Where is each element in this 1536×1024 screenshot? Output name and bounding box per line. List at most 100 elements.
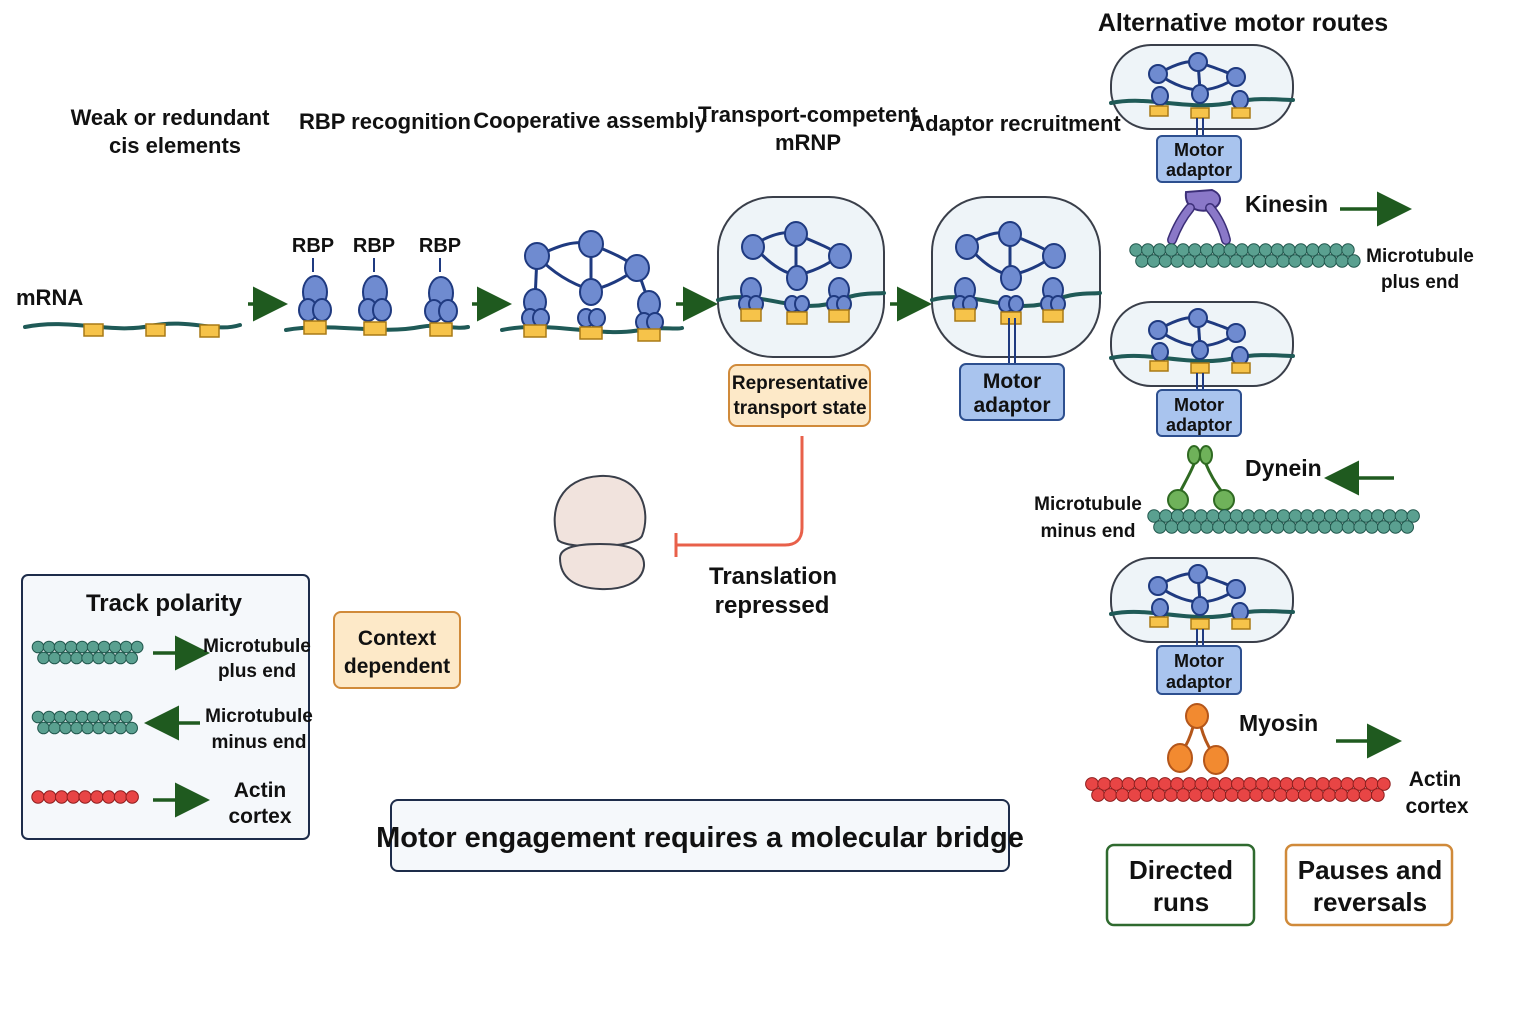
svg-text:runs: runs [1153,887,1209,917]
track-bead [1247,243,1261,257]
track-bead [1394,509,1409,523]
track-bead [1297,788,1312,802]
track-bead [1388,520,1403,534]
track-bead [1200,520,1214,534]
track-bead [1237,788,1251,802]
track-bead [1170,254,1184,268]
track-bead [1091,788,1105,802]
myosin-motor [1167,703,1229,775]
track-bead [1335,254,1349,268]
track-bead [1310,788,1324,802]
track-bead [54,790,69,804]
transport-mrnp-capsule [716,196,886,358]
track-bead [108,710,122,724]
track-bead [1205,254,1220,268]
track-bead [1347,509,1362,523]
svg-text:Motor: Motor [1174,651,1224,671]
motor-adaptor-box-main: Motor adaptor [959,363,1065,421]
track-bead [31,640,45,654]
track-bead [1311,254,1326,268]
track-bead [114,651,127,665]
track-bead [1159,509,1173,523]
track-bead [86,640,100,654]
track-bead [1194,254,1208,268]
rbp-label-3: RBP [419,235,461,257]
track-bead [1211,243,1226,257]
svg-text:Motor: Motor [1174,140,1224,160]
track-bead [1218,509,1232,523]
track-bead [1335,509,1350,523]
track-bead [97,710,111,724]
step-title-rbp-recognition: RBP recognition [299,109,471,134]
myosin-track-label-1: Actin [1409,768,1462,791]
track-bead [1127,788,1142,802]
track-bead [108,640,122,654]
track-bead [1377,520,1391,534]
track-bead [1329,520,1344,534]
route-capsule-dynein [1109,301,1295,391]
track-bead [48,651,61,665]
track-bead [70,721,83,735]
track-bead [1194,509,1208,523]
track-bead [1382,509,1397,523]
svg-text:adaptor: adaptor [1166,672,1232,692]
track-bead [1141,243,1155,257]
translation-repressed-line1: Translation [709,563,837,590]
step-title-cooperative: Cooperative assembly [473,108,707,133]
track-bead [1359,509,1373,523]
track-bead [1341,243,1355,257]
track-bead [119,710,133,724]
rbp-3: RBP [419,235,461,337]
track-bead [75,640,89,654]
rbp-label-1: RBP [292,235,334,257]
track-bead [64,710,78,724]
track-bead [1258,243,1273,257]
track-bead [1212,788,1227,802]
track-bead [114,721,127,735]
representative-line1: Representative [732,373,868,394]
track-bead [53,640,67,654]
track-bead [1318,520,1332,534]
microtubule-track-dynein [1147,509,1420,534]
legend-plus-label-2: plus end [218,661,296,682]
track-bead [113,790,128,804]
track-bead [1103,788,1118,802]
track-bead [125,721,138,735]
representative-transport-box: Representative transport state [728,364,871,427]
step-title-weak-line2: cis elements [109,133,241,158]
track-bead [1176,243,1190,257]
track-bead [1322,788,1336,802]
track-bead [78,790,92,804]
rbp-recognition-group: RBP RBP RBP [284,235,470,337]
track-bead [81,651,94,665]
track-bead [66,790,81,804]
track-bead [1139,788,1154,802]
track-bead [1406,509,1420,523]
translation-repressed-line2: repressed [715,592,830,619]
svg-text:Context: Context [358,627,436,650]
track-bead [1253,254,1267,268]
track-bead [59,721,72,735]
track-bead [1212,520,1226,534]
route-capsule-kinesin [1109,44,1295,136]
track-bead [1294,243,1308,257]
adaptor-recruitment-capsule [930,196,1102,364]
legend-title: Track polarity [86,590,243,617]
track-bead [70,651,83,665]
track-bead [1376,777,1391,791]
mrna-strand-step1 [23,321,242,338]
track-bead [48,721,61,735]
track-bead [1223,520,1238,534]
track-bead [31,710,45,724]
svg-text:Motor: Motor [983,370,1041,393]
track-bead [1276,254,1290,268]
track-bead [92,721,105,735]
track-bead [1249,788,1264,802]
track-bead [42,640,56,654]
rbp-label-2: RBP [353,235,395,257]
track-bead [1282,520,1297,534]
track-bead [1182,509,1197,523]
actin-track-myosin [1085,777,1391,802]
track-bead [119,640,133,654]
